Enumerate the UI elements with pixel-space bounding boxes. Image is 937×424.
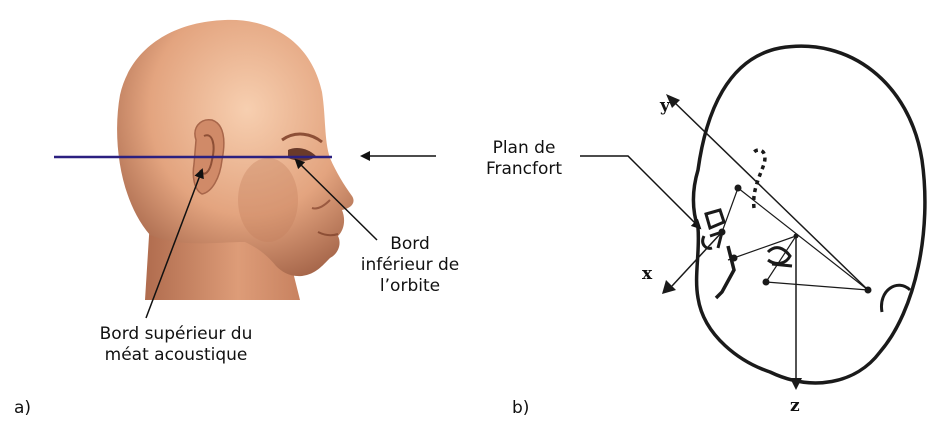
plane-caption-line-1: Plan de xyxy=(492,138,556,158)
orbit-caption-line-1: Bord xyxy=(390,234,430,254)
orbit-caption-line-2: inférieur de xyxy=(360,255,460,275)
meatus-caption-line-2: méat acoustique xyxy=(104,345,248,365)
y-axis-arrowhead xyxy=(666,94,680,108)
landmark-point xyxy=(762,278,770,286)
plane-caption: Plan de Francfort xyxy=(464,138,584,180)
landmark-points xyxy=(718,184,872,294)
axis-arrowheads xyxy=(662,94,802,390)
landmark-point xyxy=(718,228,726,236)
plane-caption-line-2: Francfort xyxy=(485,159,563,179)
panel-a-label: a) xyxy=(14,398,32,418)
x-axis-arrowhead xyxy=(662,280,676,294)
orbit-pointer-arrow xyxy=(294,158,378,241)
z-axis-label: z xyxy=(790,396,800,416)
plane-arrow-right xyxy=(580,155,702,230)
orbit-caption-line-3: l’orbite xyxy=(379,276,441,296)
landmark-point xyxy=(864,286,872,294)
panel-b-label: b) xyxy=(512,398,530,418)
x-axis-label: x xyxy=(642,264,653,284)
meatus-caption-line-1: Bord supérieur du xyxy=(99,324,253,344)
meatus-pointer-arrow xyxy=(145,168,204,319)
landmark-point xyxy=(734,184,742,192)
meatus-caption: Bord supérieur du méat acoustique xyxy=(88,324,264,366)
origin-point xyxy=(793,233,799,239)
landmark-point xyxy=(730,254,738,262)
y-axis-label: y xyxy=(660,96,670,116)
skull-diagram xyxy=(671,44,927,385)
z-axis-arrowhead xyxy=(790,378,802,390)
orbit-caption: Bord inférieur de l’orbite xyxy=(360,234,460,297)
